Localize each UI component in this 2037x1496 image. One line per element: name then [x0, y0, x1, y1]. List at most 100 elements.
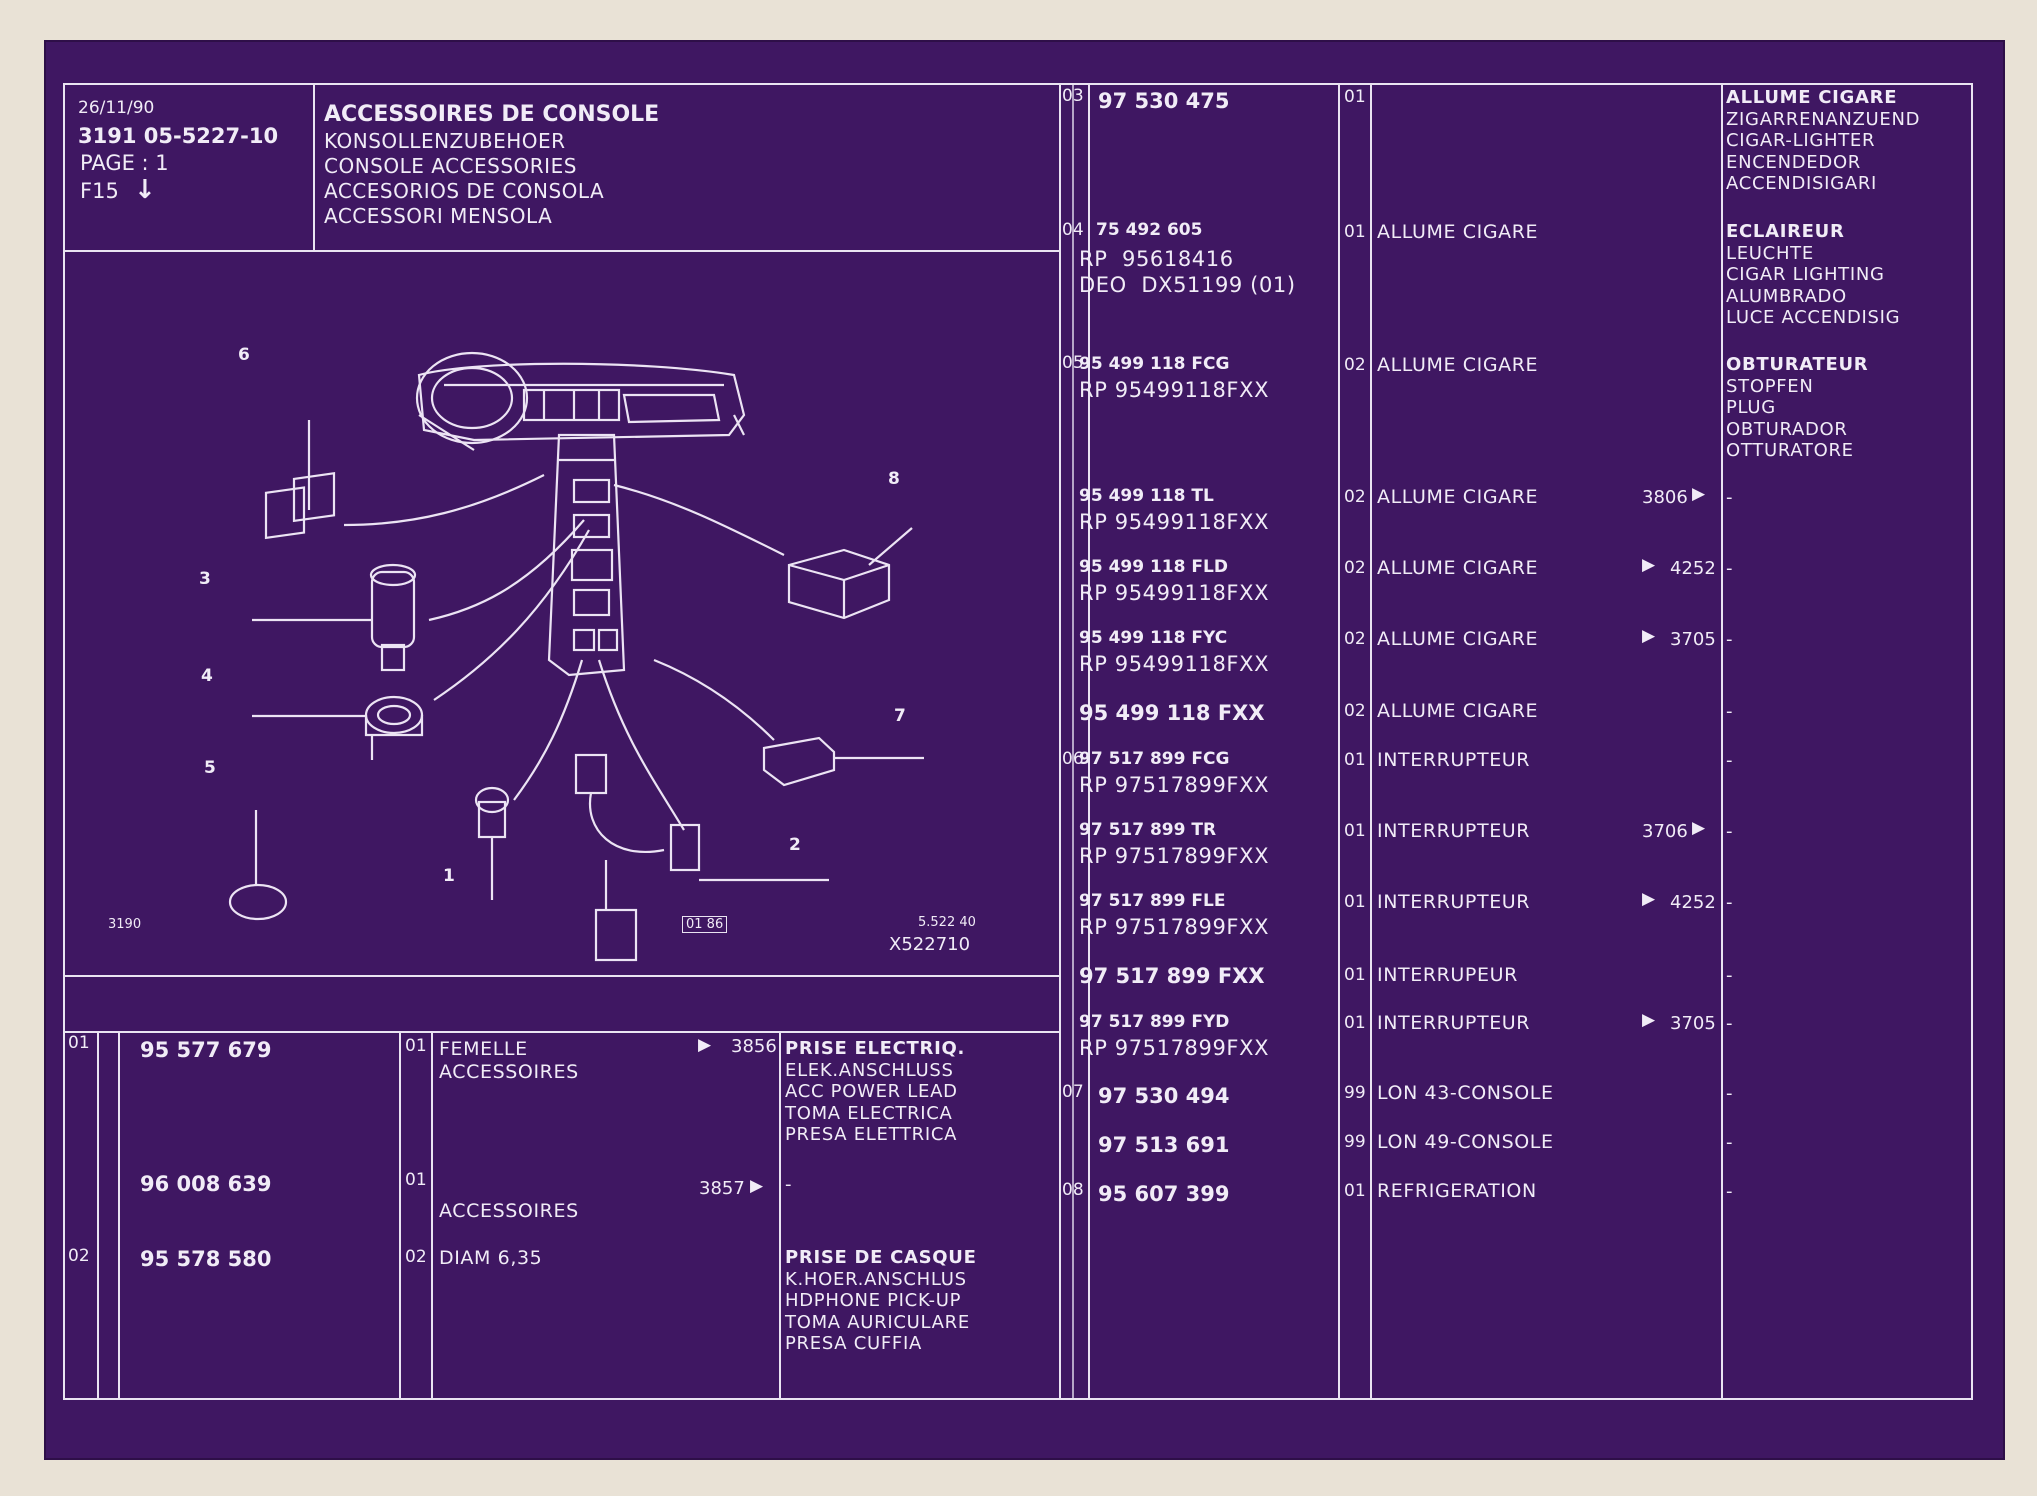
lang-line: HDPHONE PICK-UP: [785, 1290, 962, 1312]
callout-1: 1: [443, 866, 455, 886]
callout-7: 7: [894, 706, 906, 726]
lang-line: OTTURATORE: [1726, 440, 1854, 462]
lang-line: ELEK.ANSCHLUSS: [785, 1059, 954, 1081]
lang-line: OBTURADOR: [1726, 418, 1848, 440]
rt-row14-qty: 99: [1344, 1132, 1366, 1152]
console-exploded-diagram: [228, 351, 924, 962]
rt-row9-arrow-icon: ▶: [1692, 818, 1706, 838]
lt-row3-item: 02: [68, 1246, 90, 1266]
rt-row7-lang: -: [1726, 701, 1734, 722]
rt-row11-qty: 01: [1344, 965, 1366, 985]
rt-row3-desc: ALLUME CIGARE: [1377, 354, 1539, 376]
rt-row3-part: 95 499 118 FCG: [1079, 354, 1230, 374]
rt-row13-qty: 99: [1344, 1083, 1366, 1103]
lt-col3: [431, 1031, 433, 1400]
rt-row9-qty: 01: [1344, 821, 1366, 841]
lt-row1-item: 01: [68, 1033, 90, 1053]
rt-row1-qty: 01: [1344, 87, 1366, 107]
rt-row13-lang: -: [1726, 1083, 1734, 1104]
diagram-bottom-line: [63, 975, 1060, 977]
rt-row12-ref: 3705: [1670, 1013, 1716, 1034]
rt-row4-qty: 02: [1344, 487, 1366, 507]
lang-line: STOPFEN: [1726, 375, 1814, 397]
callout-8: 8: [888, 469, 900, 489]
rt-row12-sub: RP 97517899FXX: [1079, 1036, 1270, 1060]
rt-row12-lang: -: [1726, 1013, 1734, 1034]
rt-row5-qty: 02: [1344, 558, 1366, 578]
rt-row5-part: 95 499 118 FLD: [1079, 557, 1228, 577]
rt-row6-qty: 02: [1344, 629, 1366, 649]
rt-row6-desc: ALLUME CIGARE: [1377, 628, 1539, 650]
frame-left: [63, 83, 65, 1400]
lang-line: ALLUME CIGARE: [1726, 87, 1898, 108]
rt-row15-lang: -: [1726, 1181, 1734, 1202]
rt-row12-qty: 01: [1344, 1013, 1366, 1033]
part-5-cap: [228, 810, 288, 921]
lang-line: OBTURATEUR: [1726, 354, 1869, 375]
rt-row8-lang: -: [1726, 750, 1734, 771]
lt-row2-arrow-icon: ▶: [750, 1176, 764, 1196]
rt-col3: [1370, 83, 1372, 1400]
rt-row2-sub: RP 95618416 DEO DX51199 (01): [1079, 247, 1296, 298]
rt-row5-lang: -: [1726, 558, 1734, 579]
title-es: ACCESORIOS DE CONSOLA: [324, 179, 605, 203]
rt-row5-desc: ALLUME CIGARE: [1377, 557, 1539, 579]
left-table-top: [63, 1031, 1060, 1033]
rt-row5-ref: 4252: [1670, 558, 1716, 579]
rt-row14-lang: -: [1726, 1132, 1734, 1153]
rt-row7-qty: 02: [1344, 701, 1366, 721]
lt-col1b: [118, 1031, 120, 1400]
callout-6: 6: [238, 345, 250, 365]
lang-line: LEUCHTE: [1726, 242, 1814, 264]
rt-row10-qty: 01: [1344, 892, 1366, 912]
rt-row10-sub: RP 97517899FXX: [1079, 915, 1270, 939]
lang-line: K.HOER.ANSCHLUS: [785, 1268, 967, 1290]
down-arrow-icon: ↓: [134, 175, 156, 205]
rt-row8-sub: RP 97517899FXX: [1079, 773, 1270, 797]
rt-row4-sub: RP 95499118FXX: [1079, 510, 1270, 534]
lang-line: ACC POWER LEAD: [785, 1081, 958, 1103]
lt-row2-desc: ACCESSOIRES: [439, 1200, 579, 1222]
lang-line: CIGAR LIGHTING: [1726, 264, 1885, 286]
rt-row11-part: 97 517 899 FXX: [1079, 964, 1265, 988]
rt-row14-desc: LON 49-CONSOLE: [1377, 1131, 1554, 1153]
rt-row2-part: 75 492 605: [1096, 220, 1203, 240]
part-8-switch: [787, 527, 913, 620]
lt-row3-desc: DIAM 6,35: [439, 1247, 543, 1269]
header-divider-v: [313, 83, 315, 251]
rt-row10-ref: 4252: [1670, 892, 1716, 913]
leader-wires: [343, 474, 785, 831]
rt-row12-part: 97 517 899 FYD: [1079, 1012, 1230, 1032]
header-divider-h: [63, 250, 1060, 252]
rt-row6-part: 95 499 118 FYC: [1079, 628, 1228, 648]
rt-row14-part: 97 513 691: [1098, 1133, 1230, 1157]
rt-row3-sub: RP 95499118FXX: [1079, 378, 1270, 402]
rt-row8-part: 97 517 899 FCG: [1079, 749, 1230, 769]
rt-row8-desc: INTERRUPTEUR: [1377, 749, 1531, 771]
lang-line: ENCENDEDOR: [1726, 151, 1862, 173]
rt-row13-item: 07: [1062, 1082, 1084, 1102]
header-page: PAGE : 1: [80, 151, 169, 175]
lt-row3-part: 95 578 580: [140, 1247, 272, 1271]
rt-col2: [1338, 83, 1340, 1400]
lang-line: TOMA AURICULARE: [785, 1311, 970, 1333]
rt-row9-ref: 3706: [1642, 821, 1688, 842]
lt-row1-qty: 01: [405, 1036, 427, 1056]
lang-line: PRISE ELECTRIQ.: [785, 1038, 966, 1059]
lt-row2-part: 96 008 639: [140, 1172, 272, 1196]
rt-row5-arrow-icon: ▶: [1642, 555, 1656, 575]
rt-row11-desc: INTERRUPEUR: [1377, 964, 1518, 986]
diagram-ref-small: 5.522 40: [918, 915, 976, 930]
lt-row2-ref: 3857: [699, 1178, 745, 1199]
rt-row4-ref: 3806: [1642, 487, 1688, 508]
rt-row15-qty: 01: [1344, 1181, 1366, 1201]
rt-row3-item: 05: [1062, 353, 1084, 373]
rt-row9-lang: -: [1726, 821, 1734, 842]
rt-row3-qty: 02: [1344, 355, 1366, 375]
rt-row7-part: 95 499 118 FXX: [1079, 701, 1265, 725]
